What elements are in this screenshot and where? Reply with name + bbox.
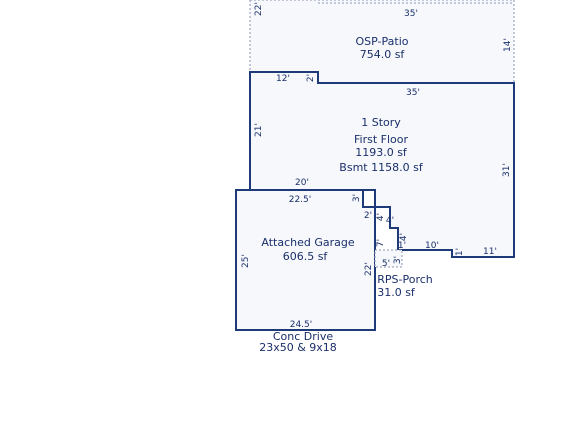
house-bsmt: Bsmt 1158.0 sf	[339, 161, 424, 174]
dim-step-vert-b: 7'	[376, 239, 386, 247]
dim-house-top: 35'	[406, 88, 420, 98]
dim-house-bottom-mid: 10'	[425, 241, 439, 251]
dim-porch-right: 3'	[393, 256, 403, 264]
dim-garage-notch-a: 3'	[352, 194, 362, 202]
porch-name: RPS-Porch	[377, 273, 433, 286]
porch-outline	[374, 249, 403, 268]
house-name: First Floor	[354, 133, 408, 146]
drive-size: 23x50 & 9x18	[259, 341, 337, 354]
dim-porch-bottom: 5'	[382, 259, 390, 269]
dim-house-left: 21'	[254, 123, 264, 137]
dim-garage-top: 22.5'	[289, 195, 312, 205]
dim-patio-right: 14'	[503, 38, 513, 52]
dim-house-notch: 2'	[306, 74, 316, 82]
dim-garage-right: 22'	[364, 262, 374, 276]
dim-house-right: 31'	[502, 163, 512, 177]
dim-porch-vert: 4'	[399, 233, 409, 241]
garage-size: 606.5 sf	[283, 250, 329, 263]
dim-step-vert-a: 4'	[376, 213, 386, 221]
dim-patio-left: 22'	[254, 2, 264, 16]
garage-name: Attached Garage	[261, 236, 354, 249]
dim-garage-left: 25'	[241, 254, 251, 268]
house-size: 1193.0 sf	[355, 146, 408, 159]
dim-garage-step: 2'	[364, 211, 372, 221]
dim-house-bottom-right: 11'	[483, 247, 497, 257]
dim-house-bottom-b: 1'	[455, 248, 465, 256]
dim-patio-top: 35'	[404, 9, 418, 19]
patio-size: 754.0 sf	[360, 48, 406, 61]
dim-house-top-left: 12'	[276, 74, 290, 84]
dim-garage-bottom: 24.5'	[290, 320, 313, 330]
dim-step-horiz: 4'	[386, 216, 394, 226]
house-story: 1 Story	[361, 116, 401, 129]
drive-name: Conc Drive	[273, 330, 333, 343]
garage-outline	[235, 189, 376, 331]
dim-house-bottom-left: 20'	[295, 178, 309, 188]
dim-house-bottom-a: 1'	[398, 241, 406, 251]
porch-size: 31.0 sf	[377, 286, 416, 299]
patio-name: OSP-Patio	[356, 35, 409, 48]
